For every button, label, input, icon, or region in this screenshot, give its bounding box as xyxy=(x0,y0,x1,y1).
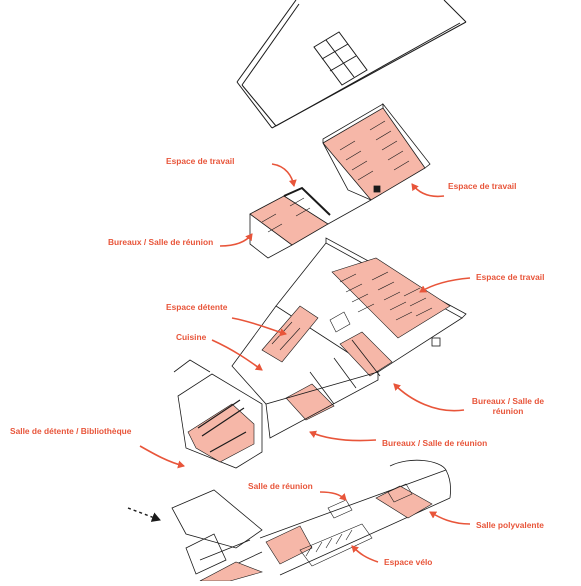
arrow-espace-travail-2 xyxy=(411,183,445,198)
label-espace-travail-2: Espace de travail xyxy=(448,181,517,191)
label-bureaux-reunion-3: Bureaux / Salle de réunion xyxy=(382,438,488,448)
arrow-espace-travail-3 xyxy=(419,277,471,293)
callout-arrows xyxy=(139,163,471,563)
label-cuisine: Cuisine xyxy=(176,332,207,342)
label-bureaux-reunion-1: Bureaux / Salle de réunion xyxy=(108,237,214,247)
arrow-salle-detente-bibliotheque xyxy=(139,445,185,469)
arrow-espace-velo xyxy=(351,545,379,563)
label-espace-travail-3: Espace de travail xyxy=(476,272,545,282)
arrow-bureaux-reunion-2 xyxy=(393,383,465,412)
label-bureaux-reunion-2: Bureaux / Salle de réunion xyxy=(471,396,545,416)
label-salle-detente-bibliotheque: Salle de détente / Bibliothèque xyxy=(10,426,132,436)
library-wing xyxy=(173,359,263,469)
meeting-room-a xyxy=(339,331,393,377)
arrow-bureaux-reunion-3 xyxy=(309,430,377,442)
arrow-espace-detente xyxy=(231,317,287,337)
label-salle-reunion: Salle de réunion xyxy=(248,481,313,491)
label-espace-detente: Espace détente xyxy=(166,302,228,312)
upper-floor-small-room xyxy=(249,195,329,246)
upper-floor xyxy=(249,102,431,259)
multipurpose-room xyxy=(375,485,433,519)
lounge-area xyxy=(261,305,319,363)
library-room xyxy=(187,403,255,463)
middle-floor xyxy=(231,237,467,439)
meeting-room-b xyxy=(285,383,335,421)
meeting-room-ground xyxy=(265,525,313,565)
arrow-salle-reunion xyxy=(319,491,347,501)
open-workspace-area xyxy=(331,257,451,339)
entrance-ramp xyxy=(199,561,263,582)
arrow-salle-polyvalente xyxy=(429,511,471,525)
skylight-grid xyxy=(313,31,368,86)
label-espace-velo: Espace vélo xyxy=(384,557,433,567)
roof-level xyxy=(236,0,467,129)
entrance-arrow xyxy=(127,507,161,522)
ground-floor xyxy=(171,459,451,582)
label-salle-polyvalente: Salle polyvalente xyxy=(476,520,544,530)
label-espace-travail-1: Espace de travail xyxy=(166,156,235,166)
arrow-bureaux-reunion-1 xyxy=(219,233,253,247)
arrow-espace-travail-1 xyxy=(271,163,297,187)
arrow-cuisine xyxy=(211,339,263,371)
bike-area xyxy=(299,523,373,567)
